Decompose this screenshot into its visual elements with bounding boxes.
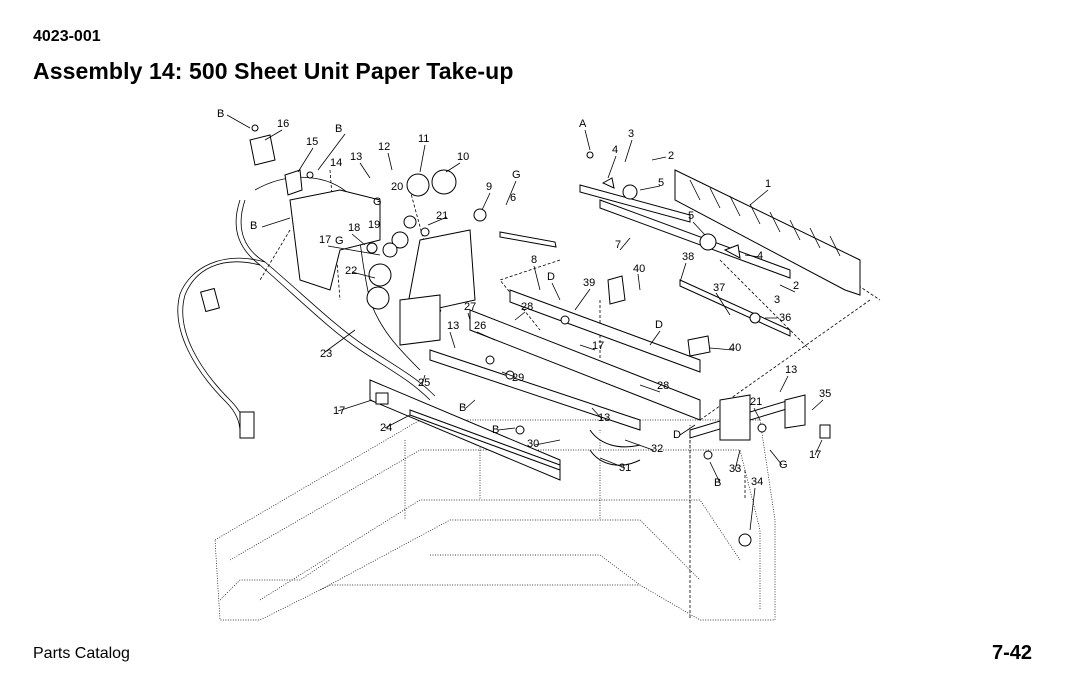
callout: 16 [277, 118, 289, 130]
page-title: Assembly 14: 500 Sheet Unit Paper Take-u… [33, 58, 514, 84]
callout: 36 [779, 312, 791, 324]
callout: 11 [418, 133, 429, 145]
callout: 30 [527, 438, 539, 450]
callout: 6 [510, 192, 516, 204]
model-number: 4023-001 [33, 28, 101, 45]
take-up-rails [369, 169, 861, 481]
callout: 1 [765, 178, 771, 190]
callout: G [335, 235, 344, 247]
small-parts [251, 124, 831, 547]
callout: 15 [306, 136, 318, 148]
left-frame [249, 134, 557, 346]
callout: 3 [628, 128, 634, 140]
callout: 24 [380, 422, 392, 434]
callout: 40 [633, 263, 645, 275]
callout: 3 [774, 294, 780, 306]
callout: 17 [319, 234, 331, 246]
callout: 9 [486, 181, 492, 193]
page-number: 7-42 [991, 642, 1032, 664]
callout: 32 [651, 443, 663, 455]
callout: 28 [657, 380, 669, 392]
callout: 25 [418, 377, 430, 389]
footer-catalog-label: Parts Catalog [33, 645, 130, 662]
callout: D [655, 319, 663, 331]
callout: 13 [350, 151, 362, 163]
callout: 26 [474, 320, 486, 332]
callout: 38 [682, 251, 694, 263]
callout: 10 [457, 151, 469, 163]
cable-harness [177, 176, 436, 439]
callout: 22 [345, 265, 357, 277]
base-tray-outline [214, 419, 776, 621]
callout: 4 [612, 144, 618, 156]
callout: 29 [512, 372, 524, 384]
callout: 23 [320, 348, 332, 360]
callout: 12 [378, 141, 390, 153]
callout: 21 [750, 396, 762, 408]
callout: 2 [793, 280, 799, 292]
callout: 14 [330, 157, 342, 169]
callout: 34 [751, 476, 763, 488]
callout: 18 [348, 222, 360, 234]
callout: 40 [729, 342, 741, 354]
callout: 13 [785, 364, 797, 376]
callout: G [779, 459, 788, 471]
callout: G [512, 169, 521, 181]
callout: 37 [713, 282, 725, 294]
leader-lines [226, 114, 824, 531]
callout: 39 [583, 277, 595, 289]
callout-labels: B 16 15 B 12 13 11 14 10 20 G 9 G 6 21 1… [217, 108, 831, 489]
callout: 19 [368, 219, 380, 231]
callout: A [579, 118, 587, 130]
callout: D [547, 271, 555, 283]
callout: 27 [464, 301, 476, 313]
callout: 7 [615, 239, 621, 251]
callout: B [492, 424, 499, 436]
callout: 8 [531, 254, 537, 266]
callout: 28 [521, 301, 533, 313]
callout: D [673, 429, 681, 441]
callout: 13 [598, 412, 610, 424]
callout: 2 [668, 150, 674, 162]
callout: B [459, 402, 466, 414]
callout: B [335, 123, 342, 135]
callout: G [373, 196, 382, 208]
callout: B [217, 108, 224, 120]
callout: 20 [391, 181, 403, 193]
callout: 5 [688, 210, 694, 222]
callout: 21 [436, 210, 448, 222]
callout: B [250, 220, 257, 232]
callout: 5 [658, 177, 664, 189]
callout: B [714, 477, 721, 489]
callout: 13 [447, 320, 459, 332]
callout: 35 [819, 388, 831, 400]
callout: 4 [757, 250, 763, 262]
callout: 17 [592, 340, 604, 352]
callout: 31 [619, 462, 631, 474]
